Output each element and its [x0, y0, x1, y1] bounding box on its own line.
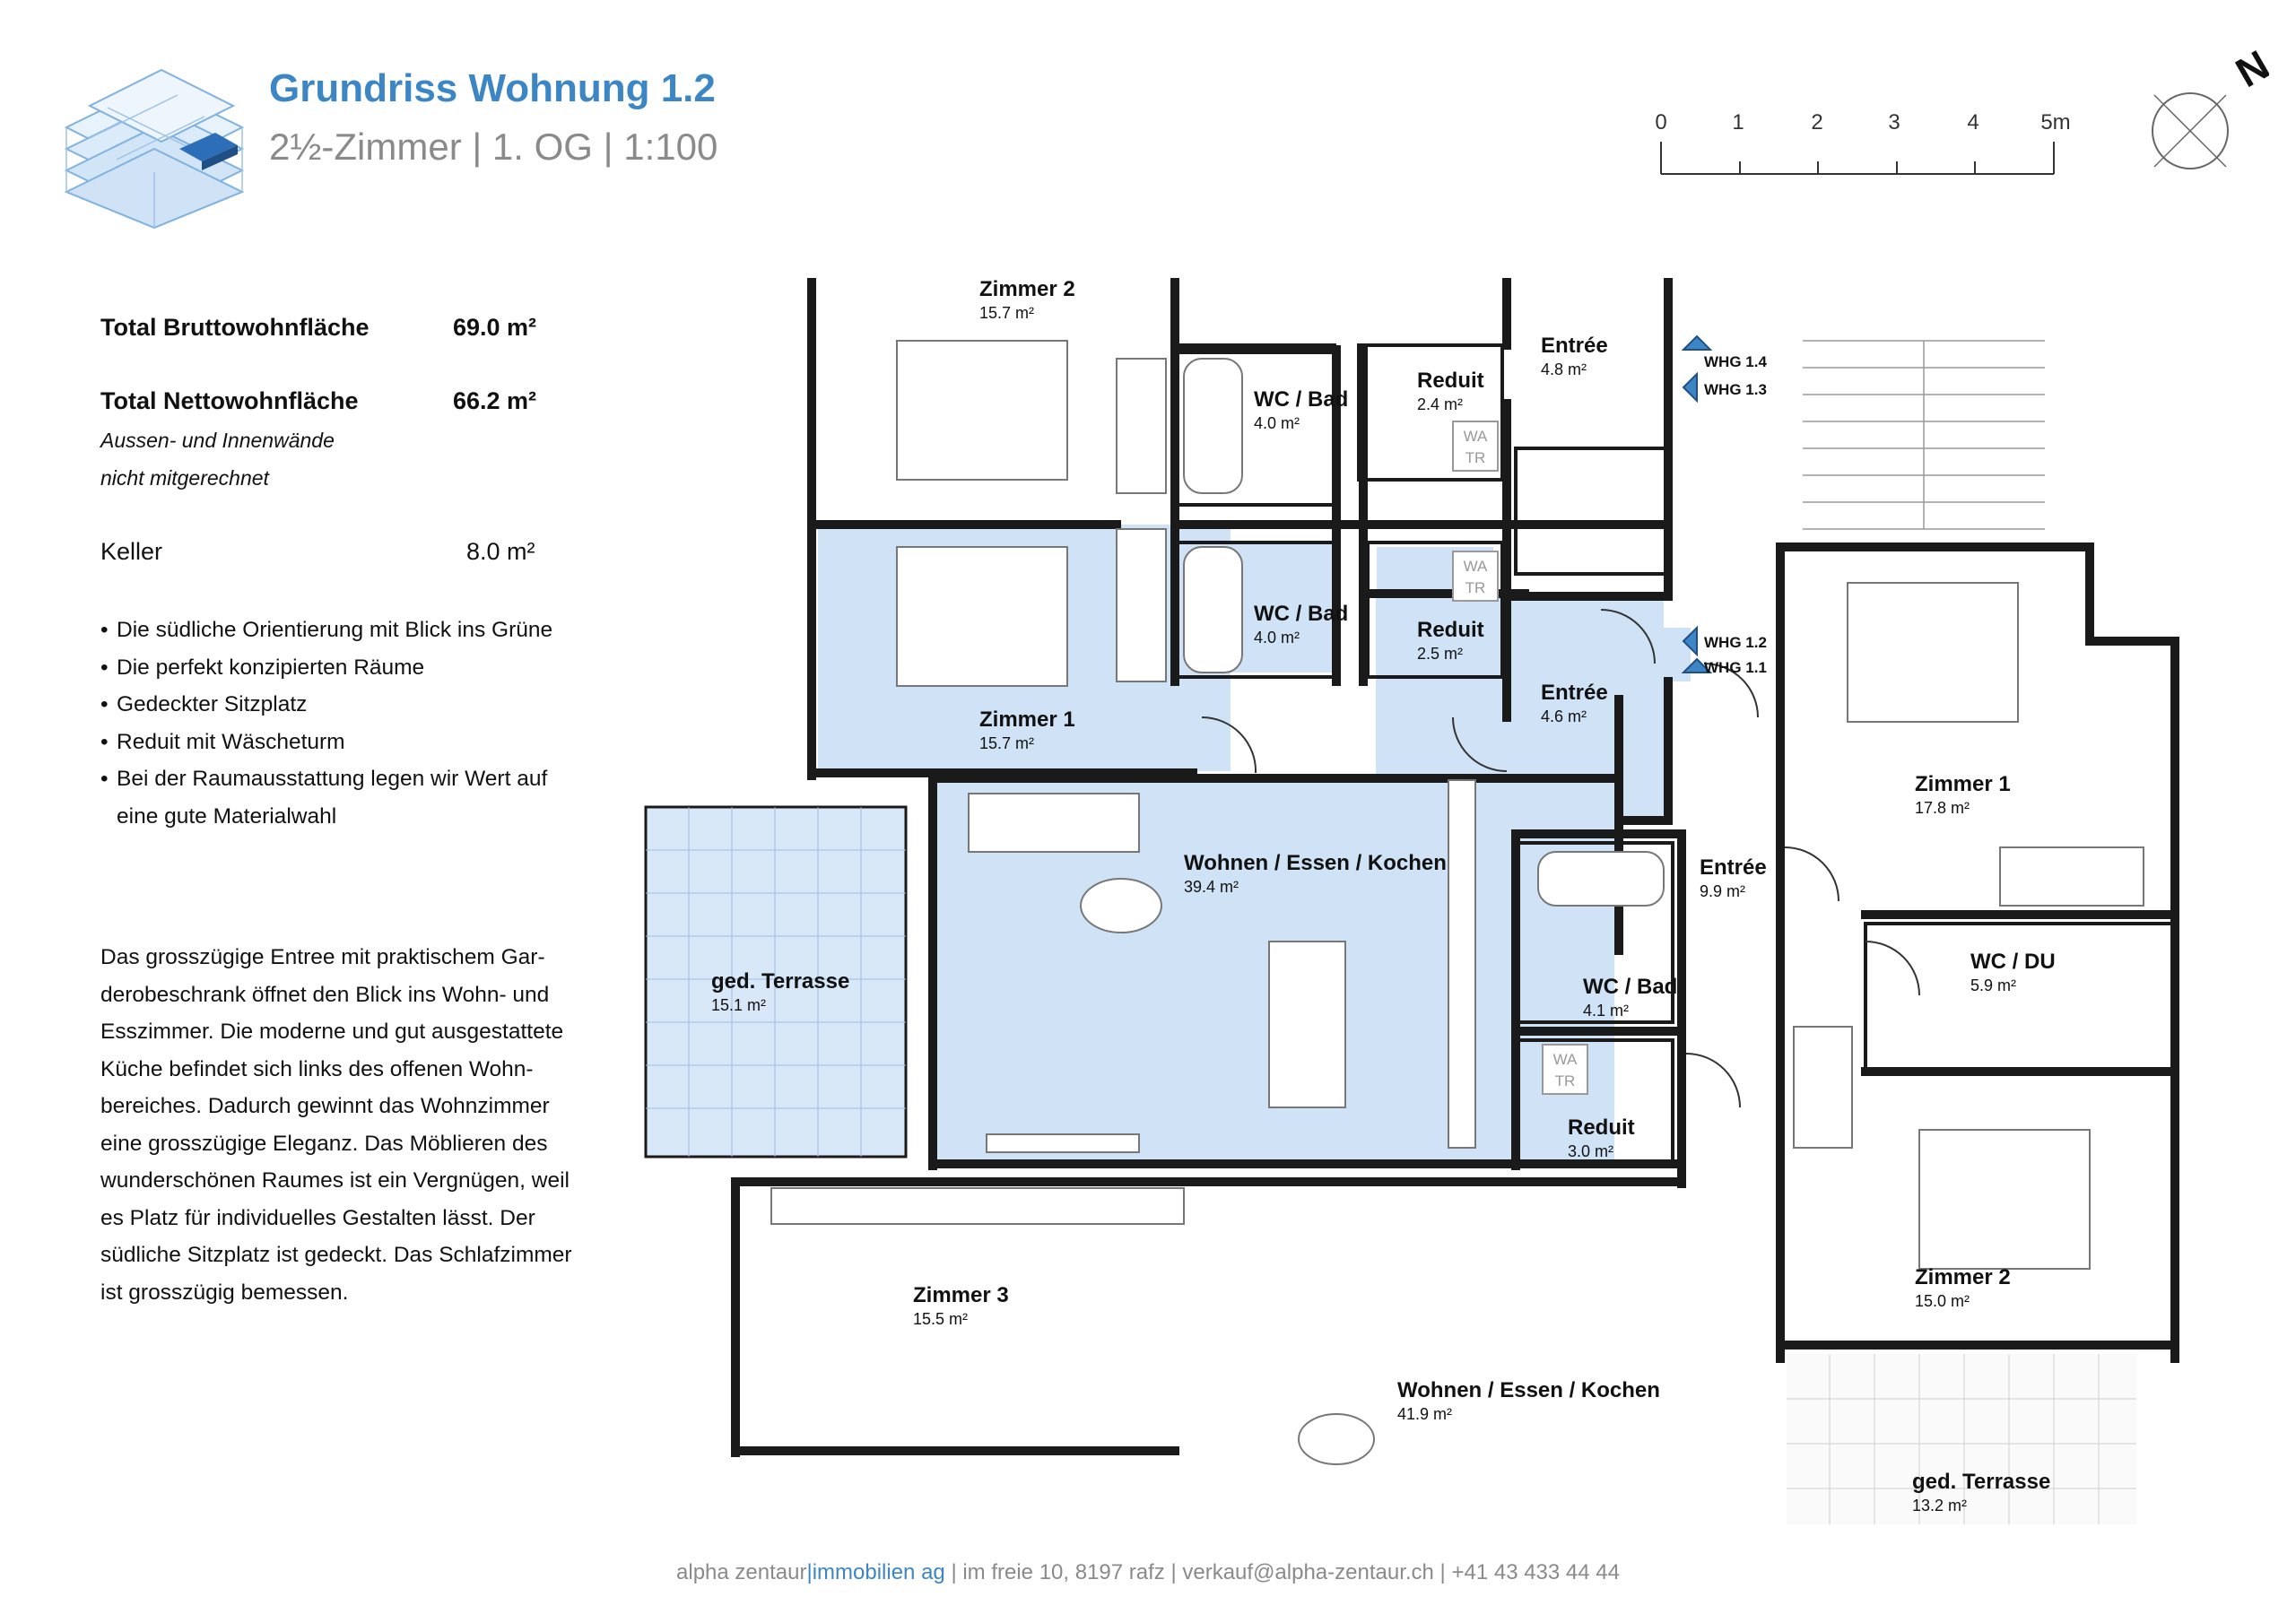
room-name: Entrée	[1700, 855, 1767, 880]
room-area: 5.9 m²	[1970, 976, 2016, 994]
wardrobe	[770, 358, 2144, 1225]
scale-bar: 0 1 2 3 4 5m	[1655, 110, 2071, 175]
feature-item: •Reduit mit Wäscheturm	[100, 729, 345, 754]
coffee-table	[1080, 878, 1162, 933]
feature-item: •Die südliche Orientierung mit Blick ins…	[100, 618, 553, 642]
room-area: 15.1 m²	[711, 996, 766, 1014]
room-name: Reduit	[1568, 1115, 1635, 1140]
room-area: 4.8 m²	[1541, 360, 1587, 378]
dryer-label: TR	[1465, 579, 1486, 596]
room-labels: Zimmer 2 15.7 m² WC / Bad 4.0 m² Reduit …	[711, 277, 2056, 1515]
terrace-grid	[646, 807, 906, 1157]
scale-tick-label: 1	[1732, 110, 1744, 135]
dryer-label: TR	[1555, 1072, 1576, 1089]
north-compass: N	[2152, 45, 2269, 169]
scale-tick-label: 2	[1811, 110, 1822, 135]
unit-marker-icon	[1681, 334, 1713, 673]
room-name: WC / DU	[1970, 950, 2056, 974]
keller-label: Keller	[100, 538, 163, 565]
sideboard	[986, 1133, 1140, 1153]
room-name: WC / Bad	[1254, 387, 1348, 412]
unit-marker-label: WHG 1.4	[1704, 353, 1767, 370]
room-area: 3.0 m²	[1568, 1142, 1613, 1160]
room-area: 15.0 m²	[1915, 1292, 1970, 1310]
netto-note: Aussen- und Innenwände	[100, 429, 335, 452]
footer-contact: | im freie 10, 8197 rafz | verkauf@alpha…	[944, 1560, 1620, 1584]
sofa	[968, 793, 1140, 853]
feature-item: eine gute Materialwahl	[117, 803, 337, 829]
inner-walls	[1173, 343, 2177, 1167]
footer-brand-accent: |immobilien ag	[806, 1560, 945, 1584]
room-name: Entrée	[1541, 334, 1608, 358]
room-area: 9.9 m²	[1700, 882, 1745, 900]
feature-item: •Gedeckter Sitzplatz	[100, 692, 308, 716]
footer: alpha zentaur|immobilien ag | im freie 1…	[0, 1560, 2296, 1585]
room-name: Reduit	[1417, 618, 1484, 642]
room-area: 4.0 m²	[1254, 629, 1300, 647]
room-name: Wohnen / Essen / Kochen	[1184, 851, 1447, 875]
room-area: 2.4 m²	[1417, 395, 1463, 413]
page-title: Grundriss Wohnung 1.2	[269, 66, 716, 110]
washer-label: WA	[1464, 558, 1488, 575]
room-name: WC / Bad	[1254, 602, 1348, 626]
unit-marker-label: WHG 1.1	[1704, 659, 1767, 676]
scale-tick-label: 5m	[2040, 110, 2070, 135]
scale-tick-label: 3	[1888, 110, 1900, 135]
room-name: ged. Terrasse	[1912, 1470, 2050, 1494]
room-area: 41.9 m²	[1397, 1405, 1452, 1423]
building-logo	[64, 68, 245, 230]
netto-label: Total Nettowohnfläche	[100, 387, 359, 414]
room-name: Zimmer 1	[1915, 772, 2011, 796]
netto-note: nicht mitgerechnet	[100, 466, 269, 490]
page-subtitle: 2½-Zimmer | 1. OG | 1:100	[269, 126, 718, 168]
feature-item: •Bei der Raumausstattung legen wir Wert …	[100, 767, 548, 791]
room-area: 2.5 m²	[1417, 645, 1463, 663]
table-other	[1298, 1413, 1375, 1465]
room-name: WC / Bad	[1583, 975, 1677, 999]
dining-table	[1268, 941, 1346, 1108]
unit-marker-label: WHG 1.3	[1704, 381, 1767, 398]
scale-tick-label: 0	[1655, 110, 1666, 135]
staircase	[1803, 340, 2045, 530]
netto-value: 66.2 m²	[453, 387, 537, 414]
room-area: 15.7 m²	[979, 304, 1034, 322]
room-area: 4.6 m²	[1541, 707, 1587, 725]
room-area: 15.5 m²	[913, 1310, 968, 1328]
bed	[896, 340, 2091, 1270]
room-name: Entrée	[1541, 681, 1608, 705]
description: Das grosszügige Entree mit praktischem G…	[100, 945, 572, 1305]
terrace-other	[1787, 1354, 2136, 1524]
room-name: Wohnen / Essen / Kochen	[1397, 1378, 1660, 1402]
feature-list: •Die südliche Orientierung mit Blick ins…	[100, 612, 552, 835]
room-name: Reduit	[1417, 369, 1484, 393]
room-name: Zimmer 1	[979, 707, 1075, 732]
bathtub	[1183, 358, 1665, 907]
washer-dryer	[1452, 421, 1588, 1095]
room-name: Zimmer 2	[1915, 1265, 2011, 1289]
brutto-value: 69.0 m²	[453, 314, 537, 341]
keller-value: 8.0 m²	[466, 538, 535, 565]
dryer-label: TR	[1465, 449, 1486, 466]
room-name: ged. Terrasse	[711, 969, 849, 994]
room-area: 15.7 m²	[979, 734, 1034, 752]
room-area: 4.0 m²	[1254, 414, 1300, 432]
door-swing	[1201, 609, 1920, 1108]
brutto-label: Total Bruttowohnfläche	[100, 314, 370, 341]
room-name: Zimmer 3	[913, 1283, 1009, 1307]
feature-item: •Die perfekt konzipierten Räume	[100, 655, 425, 680]
footer-brand: alpha zentaur	[676, 1560, 807, 1584]
scale-tick-label: 4	[1967, 110, 1979, 135]
unit-marker-label: WHG 1.2	[1704, 634, 1767, 651]
room-area: 17.8 m²	[1915, 799, 1970, 817]
room-name: Zimmer 2	[979, 277, 1075, 301]
kitchen-counter	[1448, 779, 1476, 1149]
washer-label: WA	[1464, 428, 1488, 445]
room-area: 4.1 m²	[1583, 1002, 1629, 1020]
room-area: 13.2 m²	[1912, 1497, 1967, 1515]
unit-highlight	[179, 133, 238, 161]
washer-label: WA	[1553, 1051, 1578, 1068]
room-area: 39.4 m²	[1184, 878, 1239, 896]
